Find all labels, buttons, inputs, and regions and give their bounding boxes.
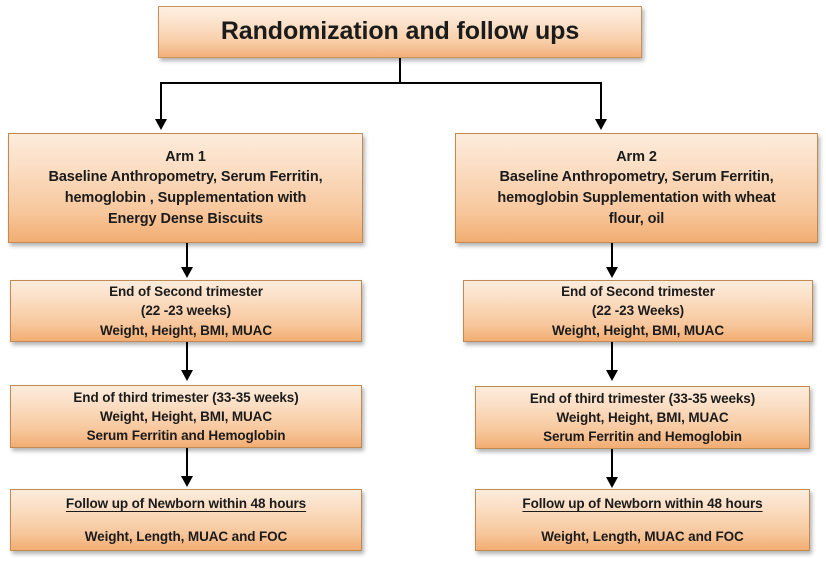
arm1-third-trimester-box: End of third trimester (33-35 weeks) Wei… — [10, 385, 362, 448]
arm2-second-trimester-box: End of Second trimester (22 -23 Weeks) W… — [463, 280, 813, 342]
arm1-newborn-title: Follow up of Newborn within 48 hours — [65, 495, 307, 511]
connector-arm2-r2-r3 — [611, 342, 613, 370]
connector-arm1-r1-r2 — [186, 243, 188, 269]
arrowhead-arm2-r3 — [606, 370, 618, 381]
arrowhead-arm2-r2 — [606, 267, 618, 278]
connector-arm2-r3-r4 — [611, 449, 613, 477]
arm1-header: Arm 1 — [165, 148, 206, 165]
arm2-baseline-box: Arm 2 Baseline Anthropometry, Serum Ferr… — [455, 133, 818, 243]
arm1-baseline-line-1: Baseline Anthropometry, Serum Ferritin, — [48, 169, 323, 186]
arm2-r3-line-1: End of third trimester (33-35 weeks) — [529, 390, 756, 406]
arm2-baseline-line-2: hemoglobin Supplementation with wheat — [497, 190, 776, 206]
arm1-newborn-box: Follow up of Newborn within 48 hours Wei… — [10, 489, 362, 551]
arm1-r3-line-3: Serum Ferritin and Hemoglobin — [86, 428, 286, 444]
connector-arm2-r1-r2 — [611, 243, 613, 269]
arm1-newborn-measures: Weight, Length, MUAC and FOC — [84, 529, 288, 544]
arm1-r3-line-1: End of third trimester (33-35 weeks) — [73, 389, 299, 405]
arrowhead-to-arm1 — [155, 119, 167, 130]
title-box: Randomization and follow ups — [158, 6, 642, 58]
arm1-r2-line-3: Weight, Height, BMI, MUAC — [100, 322, 272, 338]
arm2-r3-line-2: Weight, Height, BMI, MUAC — [556, 409, 729, 425]
connector-arm1-r3-r4 — [186, 448, 188, 476]
arm2-newborn-box: Follow up of Newborn within 48 hours Wei… — [475, 489, 810, 551]
arm2-r2-line-1: End of Second trimester — [561, 284, 715, 300]
arm2-header: Arm 2 — [616, 148, 657, 165]
arm1-r3-line-2: Weight, Height, BMI, MUAC — [100, 408, 272, 424]
arm2-baseline-line-1: Baseline Anthropometry, Serum Ferritin, — [499, 169, 774, 186]
arm2-newborn-title: Follow up of Newborn within 48 hours — [522, 495, 763, 511]
title-text: Randomization and follow ups — [220, 17, 580, 46]
arrowhead-to-arm2 — [595, 119, 607, 130]
arm2-baseline-line-3: flour, oil — [608, 210, 665, 227]
arm2-third-trimester-box: End of third trimester (33-35 weeks) Wei… — [475, 386, 810, 449]
arrowhead-arm1-r3 — [181, 370, 193, 381]
connector-split-bar — [160, 82, 602, 84]
connector-to-arm1 — [160, 82, 162, 120]
arm1-baseline-box: Arm 1 Baseline Anthropometry, Serum Ferr… — [8, 133, 363, 243]
connector-to-arm2 — [600, 82, 602, 120]
arm2-r3-line-3: Serum Ferritin and Hemoglobin — [543, 429, 742, 445]
connector-arm1-r2-r3 — [186, 342, 188, 370]
arm1-baseline-line-3: Energy Dense Biscuits — [107, 210, 264, 227]
arm2-r2-line-3: Weight, Height, BMI, MUAC — [552, 322, 724, 338]
arm1-baseline-line-2: hemoglobin , Supplementation with — [64, 190, 307, 206]
arrowhead-arm1-r4 — [181, 476, 193, 487]
arm2-r2-line-2: (22 -23 Weeks) — [591, 303, 685, 319]
arrowhead-arm1-r2 — [181, 267, 193, 278]
arm1-r2-line-2: (22 -23 weeks) — [140, 303, 232, 319]
arm1-r2-line-1: End of Second trimester — [109, 284, 263, 300]
arm2-newborn-measures: Weight, Length, MUAC and FOC — [541, 529, 744, 544]
connector-title-stub — [399, 58, 401, 84]
arm1-second-trimester-box: End of Second trimester (22 -23 weeks) W… — [10, 280, 362, 342]
arrowhead-arm2-r4 — [606, 477, 618, 488]
